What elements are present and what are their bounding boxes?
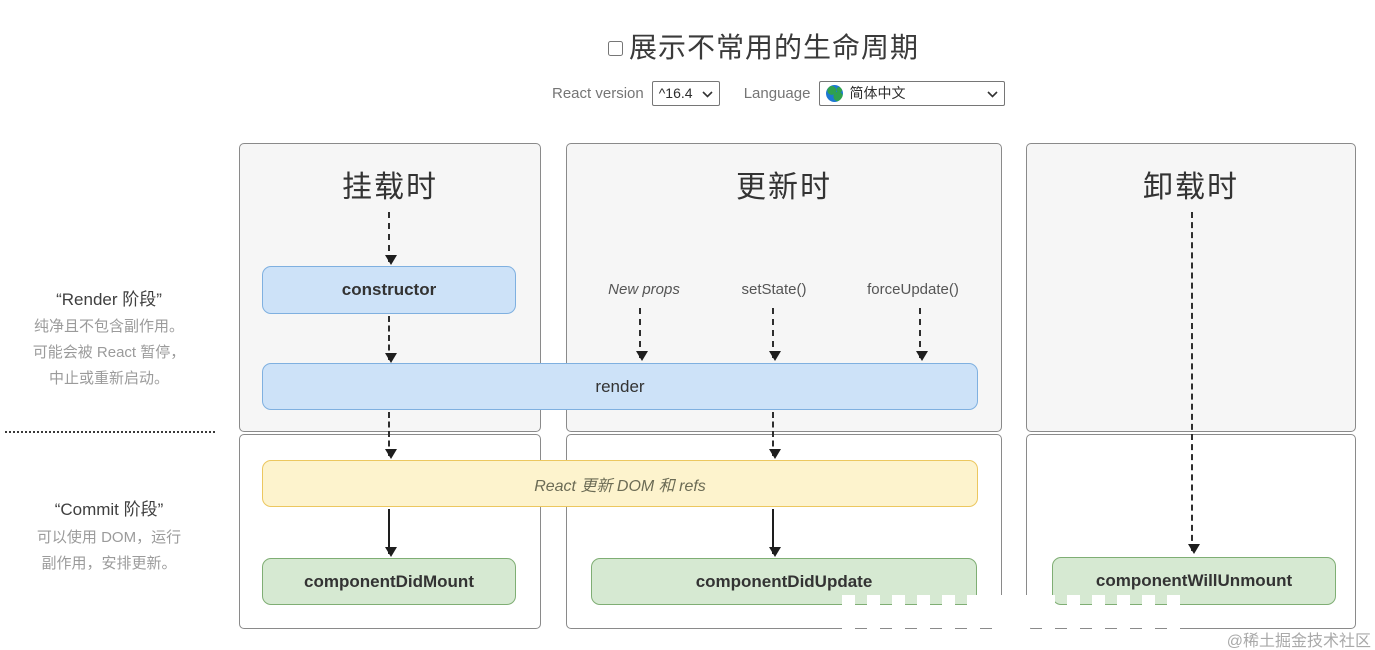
language-label: Language bbox=[743, 84, 811, 102]
white-watermark-overlay bbox=[842, 595, 1182, 645]
constructor-node[interactable]: constructor bbox=[262, 266, 516, 314]
chevron-down-icon bbox=[702, 85, 713, 101]
arrow-unmounting-to-willunmount bbox=[1188, 212, 1200, 554]
render-phase-description: 纯净且不包含副作用。 可能会被 React 暂停， 中止或重新启动。 bbox=[32, 318, 186, 387]
unmounting-column-title: 卸载时 bbox=[1143, 171, 1239, 204]
chevron-down-icon bbox=[987, 85, 999, 101]
componentwillunmount-node[interactable]: componentWillUnmount bbox=[1052, 557, 1336, 605]
react-version-value: ^16.4 bbox=[658, 85, 693, 101]
commit-phase-title: “Commit 阶段” bbox=[54, 500, 164, 519]
globe-icon bbox=[826, 84, 844, 102]
trigger-setstate-label: setState() bbox=[741, 281, 807, 298]
arrow-render-to-dom-update-mount bbox=[385, 412, 397, 459]
arrow-newprops-to-render bbox=[636, 308, 648, 361]
mounting-column-title: 挂载时 bbox=[342, 171, 438, 204]
updating-column-title: 更新时 bbox=[736, 171, 832, 204]
show-less-common-lifecycles-checkbox[interactable] bbox=[608, 40, 623, 56]
componentdidmount-node[interactable]: componentDidMount bbox=[262, 558, 516, 605]
arrow-mounting-to-constructor bbox=[385, 212, 397, 265]
arrow-setstate-to-render bbox=[769, 308, 781, 361]
trigger-forceupdate-label: forceUpdate() bbox=[867, 281, 959, 298]
react-version-select[interactable]: ^16.4 bbox=[651, 80, 720, 106]
render-phase-title: “Render 阶段” bbox=[56, 290, 162, 309]
arrow-dom-update-to-didmount bbox=[385, 509, 397, 557]
arrow-forceupdate-to-render bbox=[916, 308, 928, 361]
page-title: 展示不常用的生命周期 bbox=[629, 32, 920, 63]
react-updates-dom-refs-node: React 更新 DOM 和 refs bbox=[262, 460, 978, 507]
header-title-row: 展示不常用的生命周期 bbox=[608, 26, 919, 66]
phase-divider-dotted-line bbox=[5, 431, 215, 433]
arrow-constructor-to-render bbox=[385, 316, 397, 363]
commit-phase-description: 可以使用 DOM，运行 副作用，安排更新。 bbox=[36, 529, 182, 572]
juejin-watermark: @稀土掘金技术社区 bbox=[1226, 633, 1371, 650]
react-version-label: React version bbox=[552, 84, 644, 102]
trigger-new-props-label: New props bbox=[608, 281, 680, 298]
language-value: 简体中文 bbox=[849, 85, 906, 101]
arrow-dom-update-to-didupdate bbox=[769, 509, 781, 557]
arrow-render-to-dom-update-update bbox=[769, 412, 781, 459]
render-node[interactable]: render bbox=[262, 363, 978, 410]
language-select[interactable]: 简体中文 bbox=[819, 80, 1006, 106]
header-controls: React version ^16.4 Language 简体中文 bbox=[552, 80, 1006, 106]
